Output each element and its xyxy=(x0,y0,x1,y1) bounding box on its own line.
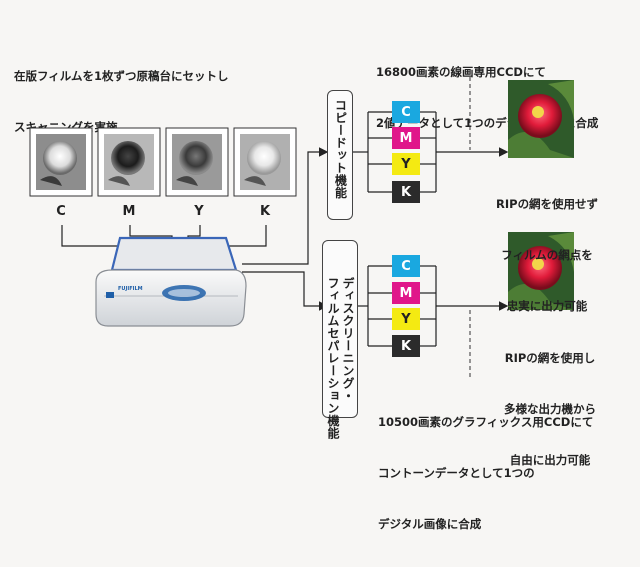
chip-c-2: C xyxy=(392,255,420,277)
chip-y-2: Y xyxy=(392,308,420,330)
diagram-lines xyxy=(29,70,574,378)
film-label-c: C xyxy=(56,204,66,219)
process2-bottom-line-3: デジタル画像に合成 xyxy=(378,517,482,531)
film-label-y: Y xyxy=(194,204,204,219)
process1-label: コピードット機能 xyxy=(333,99,348,199)
process2-bottom-text: 10500画素のグラフィックス用CCDにて コントーンデータとして1つの デジタ… xyxy=(378,380,593,567)
process2-bottom-line-1: 10500画素のグラフィックス用CCDにて xyxy=(378,415,594,429)
process2-side-line-3: 自由に出力可能 xyxy=(509,453,591,467)
process2-box: ディスクリーニング・ フィルムセパレーション機能 xyxy=(322,240,358,440)
output-photo-2 xyxy=(508,232,574,310)
process1-side-line-2: フィルムの網点を xyxy=(501,248,593,262)
scanner xyxy=(95,236,247,327)
chip-y-1: Y xyxy=(392,153,420,175)
process2-label-line-1: ディスクリーニング・ xyxy=(341,277,355,403)
film-label-m: M xyxy=(122,204,136,219)
process1-top-line-1: 16800画素の線画専用CCDにて xyxy=(376,65,546,79)
process1-side-line-3: 忠実に出力可能 xyxy=(506,299,588,313)
diagram: 在版フィルムを1枚ずつ原稿台にセットし スキャニングを実施 16800画素の線画… xyxy=(14,65,598,531)
process2-side-line-1: RIPの網を使用し xyxy=(504,351,596,365)
process2-label: ディスクリーニング・ フィルムセパレーション機能 xyxy=(310,249,370,440)
film-k xyxy=(233,127,297,197)
process2-label-line-2: フィルムセパレーション機能 xyxy=(326,277,340,440)
film-label-k: K xyxy=(259,204,271,219)
film-c xyxy=(29,127,93,197)
film-y xyxy=(165,127,229,197)
process2-side-text: RIPの網を使用し 多様な出力機から 自由に出力可能 xyxy=(504,316,596,503)
chip-k-1: K xyxy=(392,181,420,203)
intro-line-1: 在版フィルムを1枚ずつ原稿台にセットし xyxy=(14,69,229,83)
output-photo-1 xyxy=(508,80,574,158)
chip-k-2: K xyxy=(392,335,420,357)
process2-bottom-line-2: コントーンデータとして1つの xyxy=(378,466,535,480)
process1-box: コピードット機能 xyxy=(327,90,353,220)
film-m xyxy=(97,127,161,197)
scanner-brand: FUJIFILM xyxy=(118,286,143,292)
process1-side-text: RIPの網を使用せず フィルムの網点を 忠実に出力可能 xyxy=(496,162,598,349)
chip-c-1: C xyxy=(392,101,420,123)
process2-side-line-2: 多様な出力機から xyxy=(504,402,596,416)
chip-m-1: M xyxy=(392,127,420,149)
chip-m-2: M xyxy=(392,282,420,304)
process1-side-line-1: RIPの網を使用せず xyxy=(496,197,599,211)
